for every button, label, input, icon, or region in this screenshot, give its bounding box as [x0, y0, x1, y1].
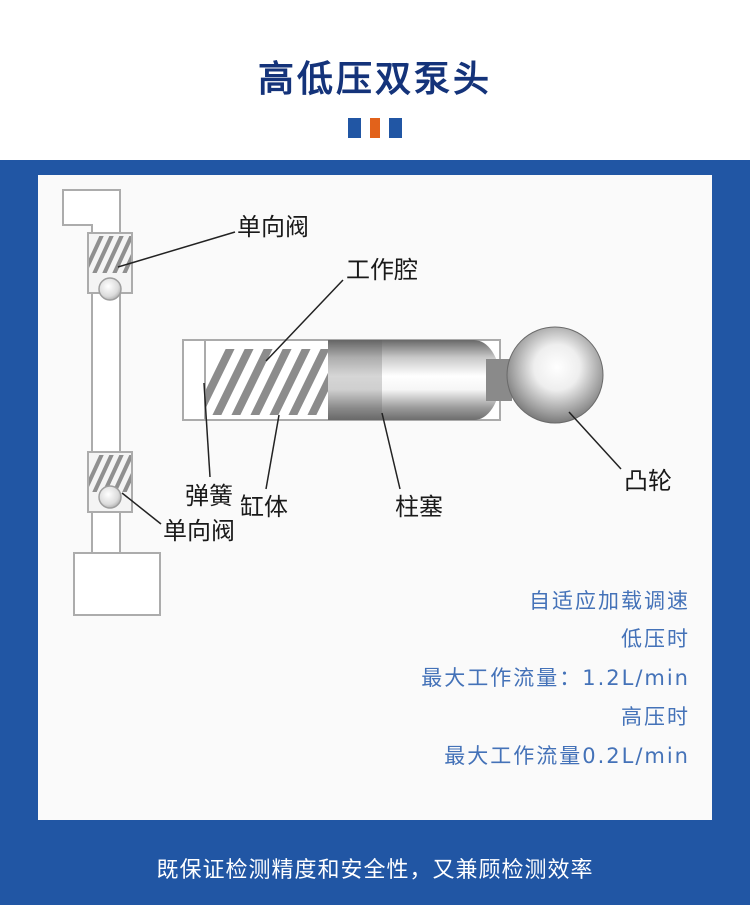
label-spring: 弹簧: [185, 482, 233, 510]
check-valve-top-spring-hatch: [89, 236, 131, 273]
leader-check-valve-bottom: [121, 492, 162, 525]
leader-plunger: [381, 412, 401, 490]
leader-working-chamber: [265, 279, 344, 362]
leader-spring: [203, 382, 211, 478]
leader-lines: [117, 231, 622, 525]
label-plunger: 柱塞: [395, 493, 443, 521]
footer-caption: 既保证检测精度和安全性，又兼顾检测效率: [156, 858, 594, 883]
check-valve-top-ball: [98, 277, 122, 301]
divider-bar-right: [389, 118, 402, 138]
spec-line-low-pressure: 低压时: [621, 627, 690, 651]
spec-line-high-pressure: 高压时: [621, 705, 690, 729]
label-check-valve-top: 单向阀: [237, 213, 309, 241]
label-cylinder-body: 缸体: [240, 493, 288, 521]
header: 高低压双泵头: [0, 0, 750, 160]
title-divider: [0, 118, 750, 138]
leader-cylinder-body: [265, 414, 280, 490]
check-valve-bottom-ball: [98, 485, 122, 509]
spec-line-low-flow: 最大工作流量：1.2L/min: [421, 666, 690, 690]
pump-diagram: 单向阀 工作腔 弹簧 缸体 柱塞 单向阀 凸轮 自适应加载调速 低压时 最大工作…: [62, 189, 690, 768]
spec-line-high-flow: 最大工作流量0.2L/min: [444, 744, 690, 768]
page-title: 高低压双泵头: [257, 59, 492, 100]
divider-bar-center: [370, 118, 380, 138]
leader-cam: [568, 411, 622, 470]
pump-base-block: [73, 552, 161, 616]
check-valve-top-shape: [87, 232, 133, 301]
spec-line-adaptive: 自适应加载调速: [529, 589, 690, 613]
plunger-shape: [328, 340, 500, 420]
plunger-face-shade: [328, 340, 382, 420]
leader-check-valve-top: [117, 231, 236, 268]
cam-shape: [506, 326, 604, 424]
diagram-panel: 单向阀 工作腔 弹簧 缸体 柱塞 单向阀 凸轮 自适应加载调速 低压时 最大工作…: [38, 175, 712, 820]
divider-bar-left: [348, 118, 361, 138]
check-valve-bottom-shape: [87, 451, 133, 513]
label-cam: 凸轮: [624, 467, 672, 495]
label-working-chamber: 工作腔: [346, 256, 418, 284]
label-check-valve-bottom: 单向阀: [163, 517, 235, 545]
spring-hatch: [206, 349, 328, 415]
